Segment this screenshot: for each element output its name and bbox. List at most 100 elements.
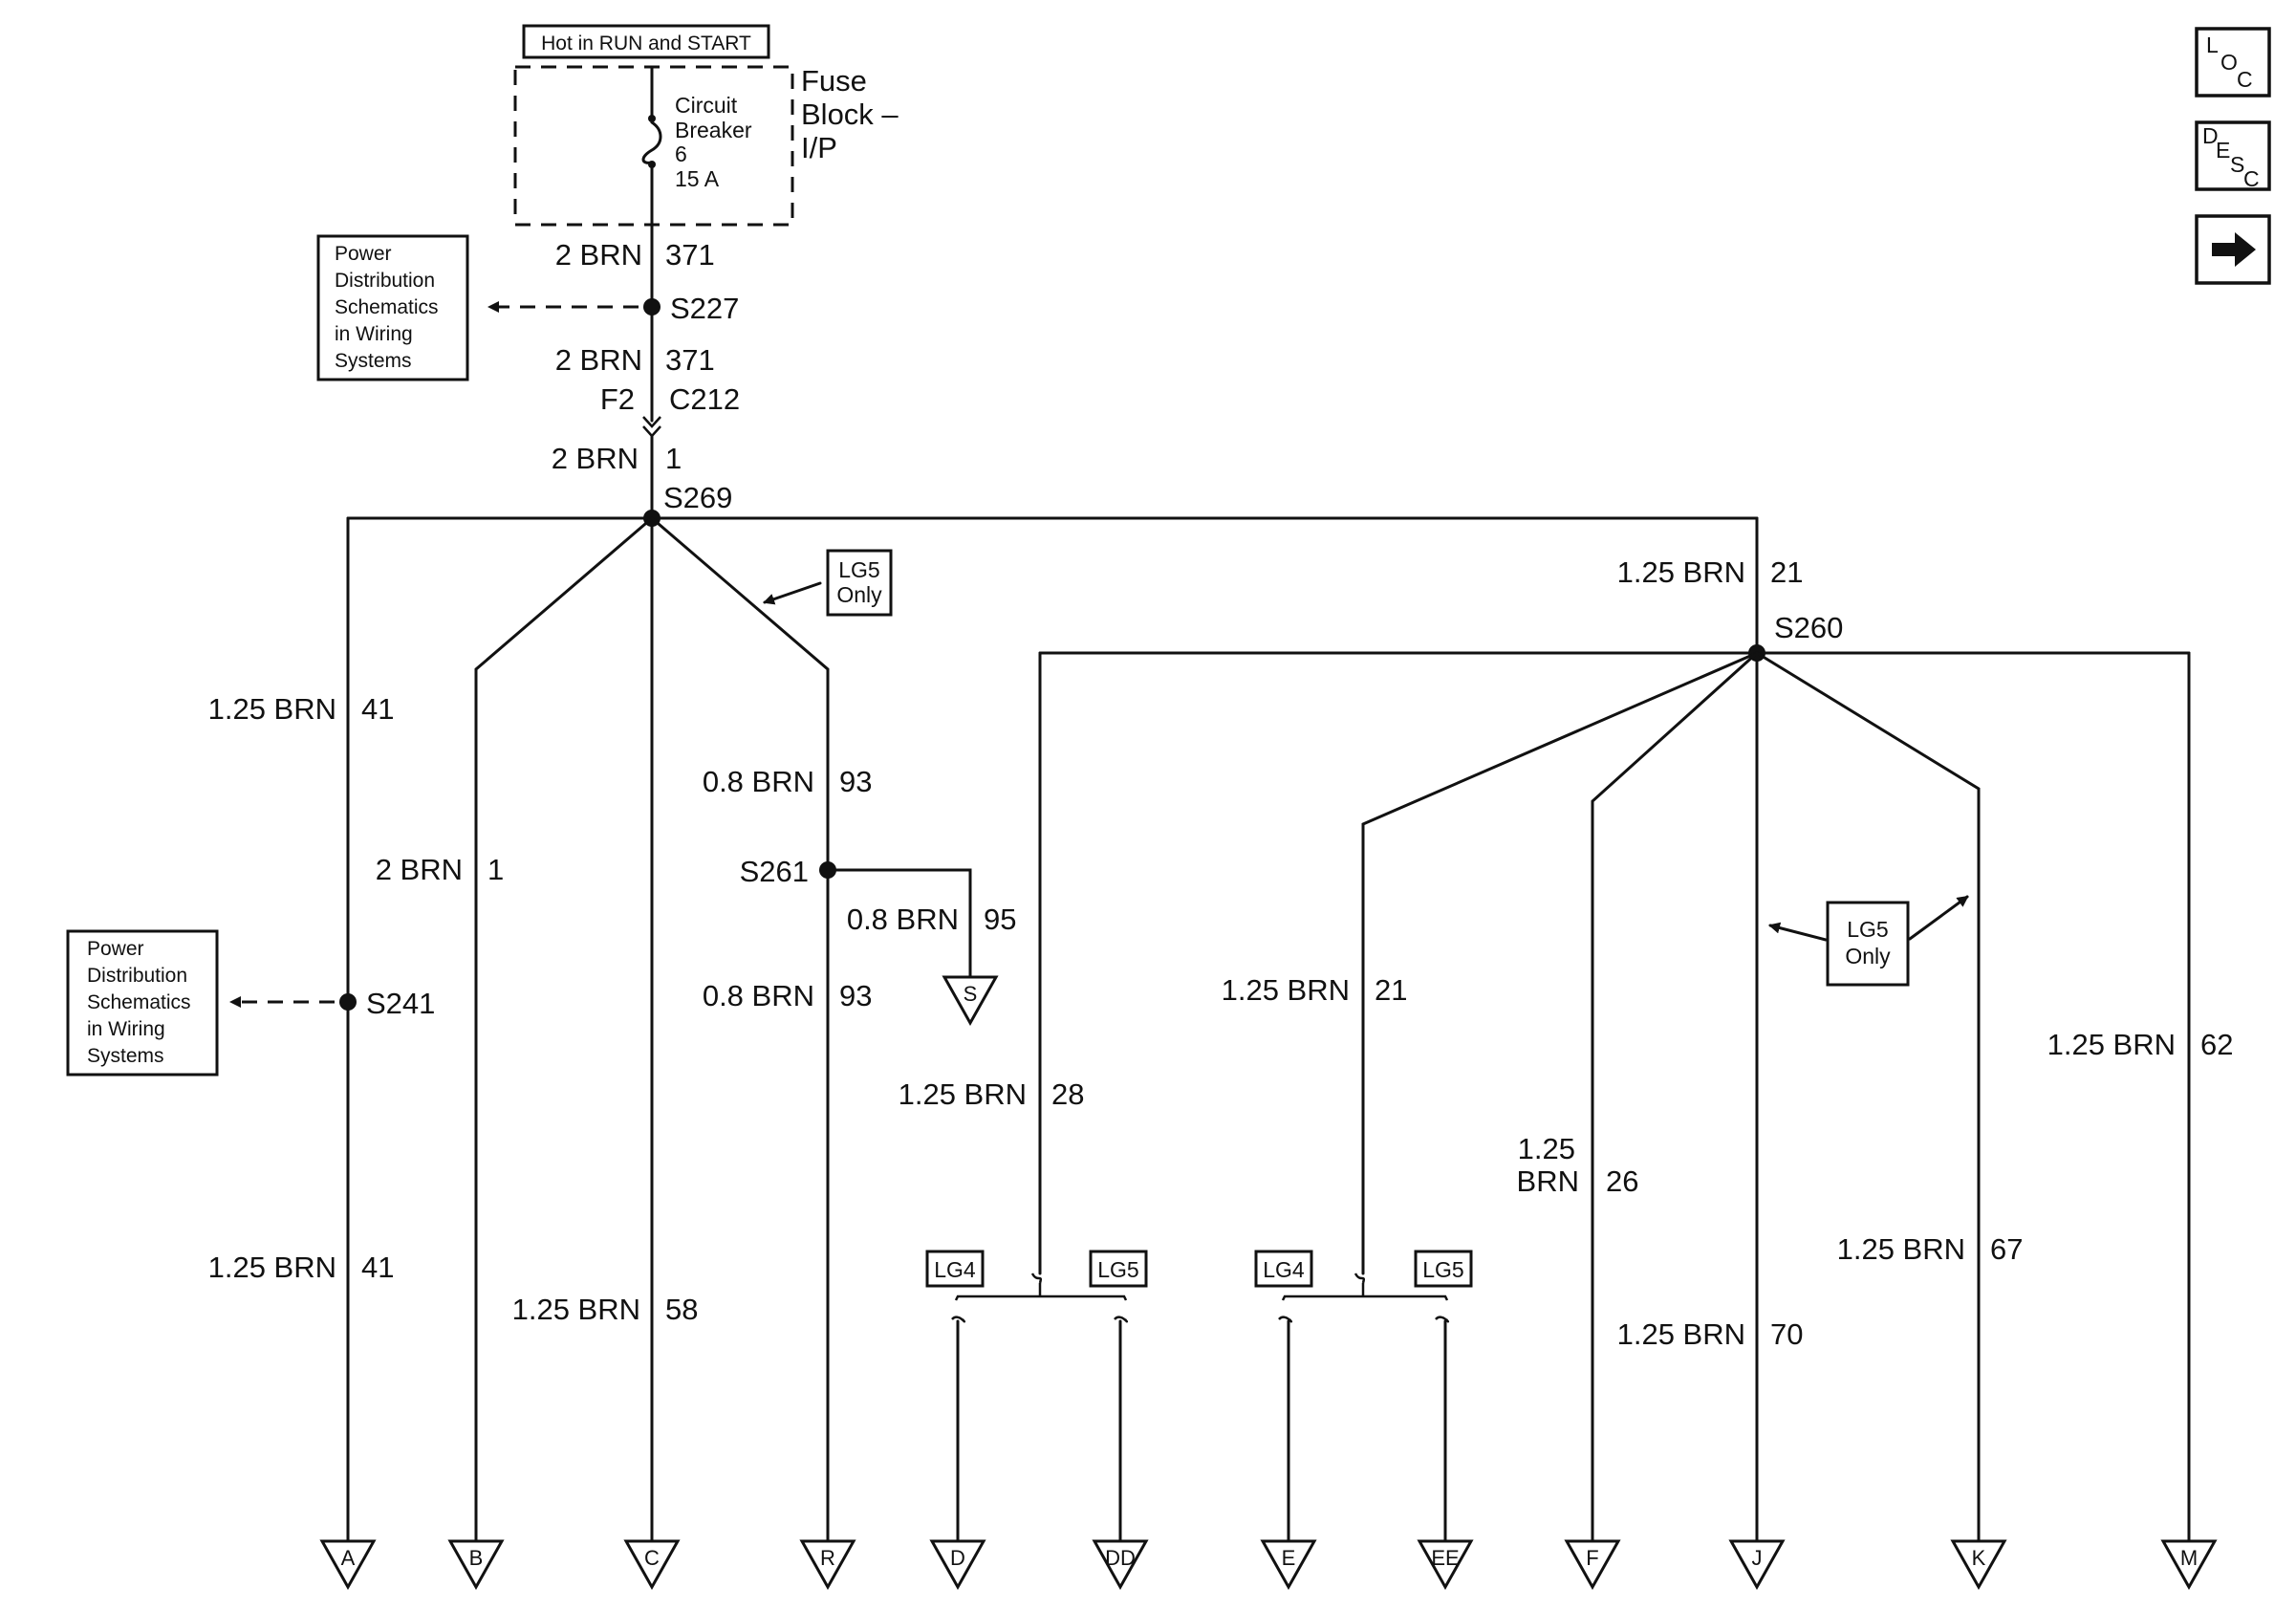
next-arrow-button[interactable] — [2195, 214, 2271, 285]
a-bot-circuit: 41 — [361, 1251, 394, 1284]
fuse-block-title: Fuse Block – I/P — [801, 64, 899, 164]
terminal-e[interactable]: E — [1260, 1539, 1317, 1591]
r-top-circuit: 93 — [839, 765, 872, 798]
svg-text:K: K — [1972, 1546, 1986, 1570]
s241-label: S241 — [366, 987, 435, 1020]
connector-pin: F2 — [600, 382, 635, 416]
lg4-label-b: LG4 — [1263, 1257, 1305, 1282]
terminal-m[interactable]: M — [2160, 1539, 2218, 1591]
svg-text:M: M — [2180, 1546, 2198, 1570]
m-size: 1.25 BRN — [2047, 1028, 2176, 1061]
wire-k — [1755, 651, 1981, 1543]
svg-text:D: D — [950, 1546, 965, 1570]
terminal-dd[interactable]: DD — [1092, 1539, 1149, 1591]
svg-text:Systems: Systems — [87, 1045, 164, 1067]
terminal-j[interactable]: J — [1728, 1539, 1786, 1591]
power-distribution-reference-top[interactable] — [316, 234, 469, 381]
r-bot-circuit: 93 — [839, 979, 872, 1012]
svg-text:Circuit: Circuit — [675, 93, 738, 118]
svg-text:C: C — [644, 1546, 660, 1570]
d-size: 1.25 BRN — [899, 1077, 1027, 1111]
a-top-size: 1.25 BRN — [208, 692, 336, 726]
trunk2-circuit: 371 — [665, 343, 715, 377]
s260-label: S260 — [1774, 611, 1843, 644]
svg-text:S: S — [964, 982, 978, 1006]
wire-e-group — [1361, 651, 1759, 1275]
terminal-r[interactable]: R — [799, 1539, 856, 1591]
splice-s227 — [643, 298, 661, 315]
option-brace-lg4-lg5-a — [951, 1273, 1129, 1323]
circuit-breaker-label: Circuit Breaker 6 15 A — [675, 93, 752, 191]
loc-button[interactable]: L O C — [2195, 27, 2271, 98]
b-size: 2 BRN — [376, 853, 463, 886]
svg-text:6: 6 — [675, 141, 687, 166]
wire-s — [826, 868, 972, 979]
svg-text:Fuse: Fuse — [801, 64, 867, 98]
power-distribution-reference-left[interactable] — [66, 929, 219, 1077]
svg-text:Distribution: Distribution — [335, 270, 435, 292]
terminal-c[interactable]: C — [623, 1539, 681, 1591]
trunk3-circuit: 1 — [665, 442, 682, 475]
c-circuit: 58 — [665, 1293, 698, 1326]
b-circuit: 1 — [487, 853, 504, 886]
svg-text:R: R — [820, 1546, 835, 1570]
f-size-line2: BRN — [1517, 1164, 1579, 1198]
lg5-box-a — [1089, 1250, 1148, 1288]
terminal-a[interactable]: A — [319, 1539, 377, 1591]
r-bot-size: 0.8 BRN — [703, 979, 814, 1012]
a-bot-size: 1.25 BRN — [208, 1251, 336, 1284]
fuse-block-outline — [513, 65, 794, 227]
lg5-only-top-arrow — [763, 581, 822, 605]
lg5-only-top-line2: Only — [836, 582, 882, 607]
svg-text:EE: EE — [1431, 1546, 1459, 1570]
splice-s241 — [339, 993, 357, 1011]
terminal-b[interactable]: B — [447, 1539, 505, 1591]
s-size: 0.8 BRN — [847, 903, 959, 936]
svg-text:I/P: I/P — [801, 131, 837, 164]
s227-label: S227 — [670, 292, 739, 325]
s260-feed-size: 1.25 BRN — [1617, 555, 1745, 589]
svg-text:Power: Power — [87, 938, 144, 960]
svg-text:E: E — [1282, 1546, 1296, 1570]
svg-text:F: F — [1586, 1546, 1598, 1570]
e-circuit: 21 — [1375, 973, 1407, 1007]
lg5-label-a: LG5 — [1097, 1257, 1138, 1282]
lg5-only-top-line1: LG5 — [838, 557, 879, 582]
terminal-s[interactable]: S — [942, 975, 999, 1027]
svg-text:Block –: Block – — [801, 98, 899, 131]
lg5-only-arrow-to-k — [1908, 895, 1969, 941]
trunk2-size: 2 BRN — [555, 343, 642, 377]
s260-feed-circuit: 21 — [1770, 555, 1803, 589]
circuit-breaker-icon — [641, 65, 662, 168]
hot-label: Hot in RUN and START — [541, 33, 751, 54]
desc-button[interactable]: D E S C — [2195, 120, 2271, 191]
trunk1-circuit: 371 — [665, 238, 715, 272]
terminal-d[interactable]: D — [929, 1539, 986, 1591]
svg-text:S: S — [2230, 152, 2244, 177]
terminal-k[interactable]: K — [1950, 1539, 2007, 1591]
lg4-box-b — [1254, 1250, 1313, 1288]
terminal-ee[interactable]: EE — [1417, 1539, 1474, 1591]
lg5-only-right-line2: Only — [1845, 944, 1891, 968]
svg-text:C: C — [2243, 166, 2260, 191]
reference-left-text: Power Distribution Schematics in Wiring … — [87, 938, 191, 1067]
svg-text:A: A — [341, 1546, 356, 1570]
lg5-box-b — [1414, 1250, 1473, 1288]
s261-label: S261 — [740, 855, 809, 888]
svg-text:Breaker: Breaker — [675, 118, 752, 142]
svg-text:in Wiring: in Wiring — [87, 1018, 165, 1040]
d-circuit: 28 — [1051, 1077, 1084, 1111]
lg5-only-right-line1: LG5 — [1847, 917, 1888, 942]
terminal-f[interactable]: F — [1564, 1539, 1621, 1591]
svg-text:D: D — [2202, 123, 2219, 148]
svg-text:Schematics: Schematics — [335, 296, 439, 318]
f-circuit: 26 — [1606, 1164, 1638, 1198]
svg-text:DD: DD — [1105, 1546, 1136, 1570]
svg-text:Systems: Systems — [335, 350, 412, 372]
e-size: 1.25 BRN — [1222, 973, 1350, 1007]
c-size: 1.25 BRN — [512, 1293, 640, 1326]
lg4-label-a: LG4 — [934, 1257, 976, 1282]
wire-b — [474, 516, 654, 1543]
svg-text:E: E — [2216, 138, 2230, 163]
svg-text:J: J — [1752, 1546, 1763, 1570]
